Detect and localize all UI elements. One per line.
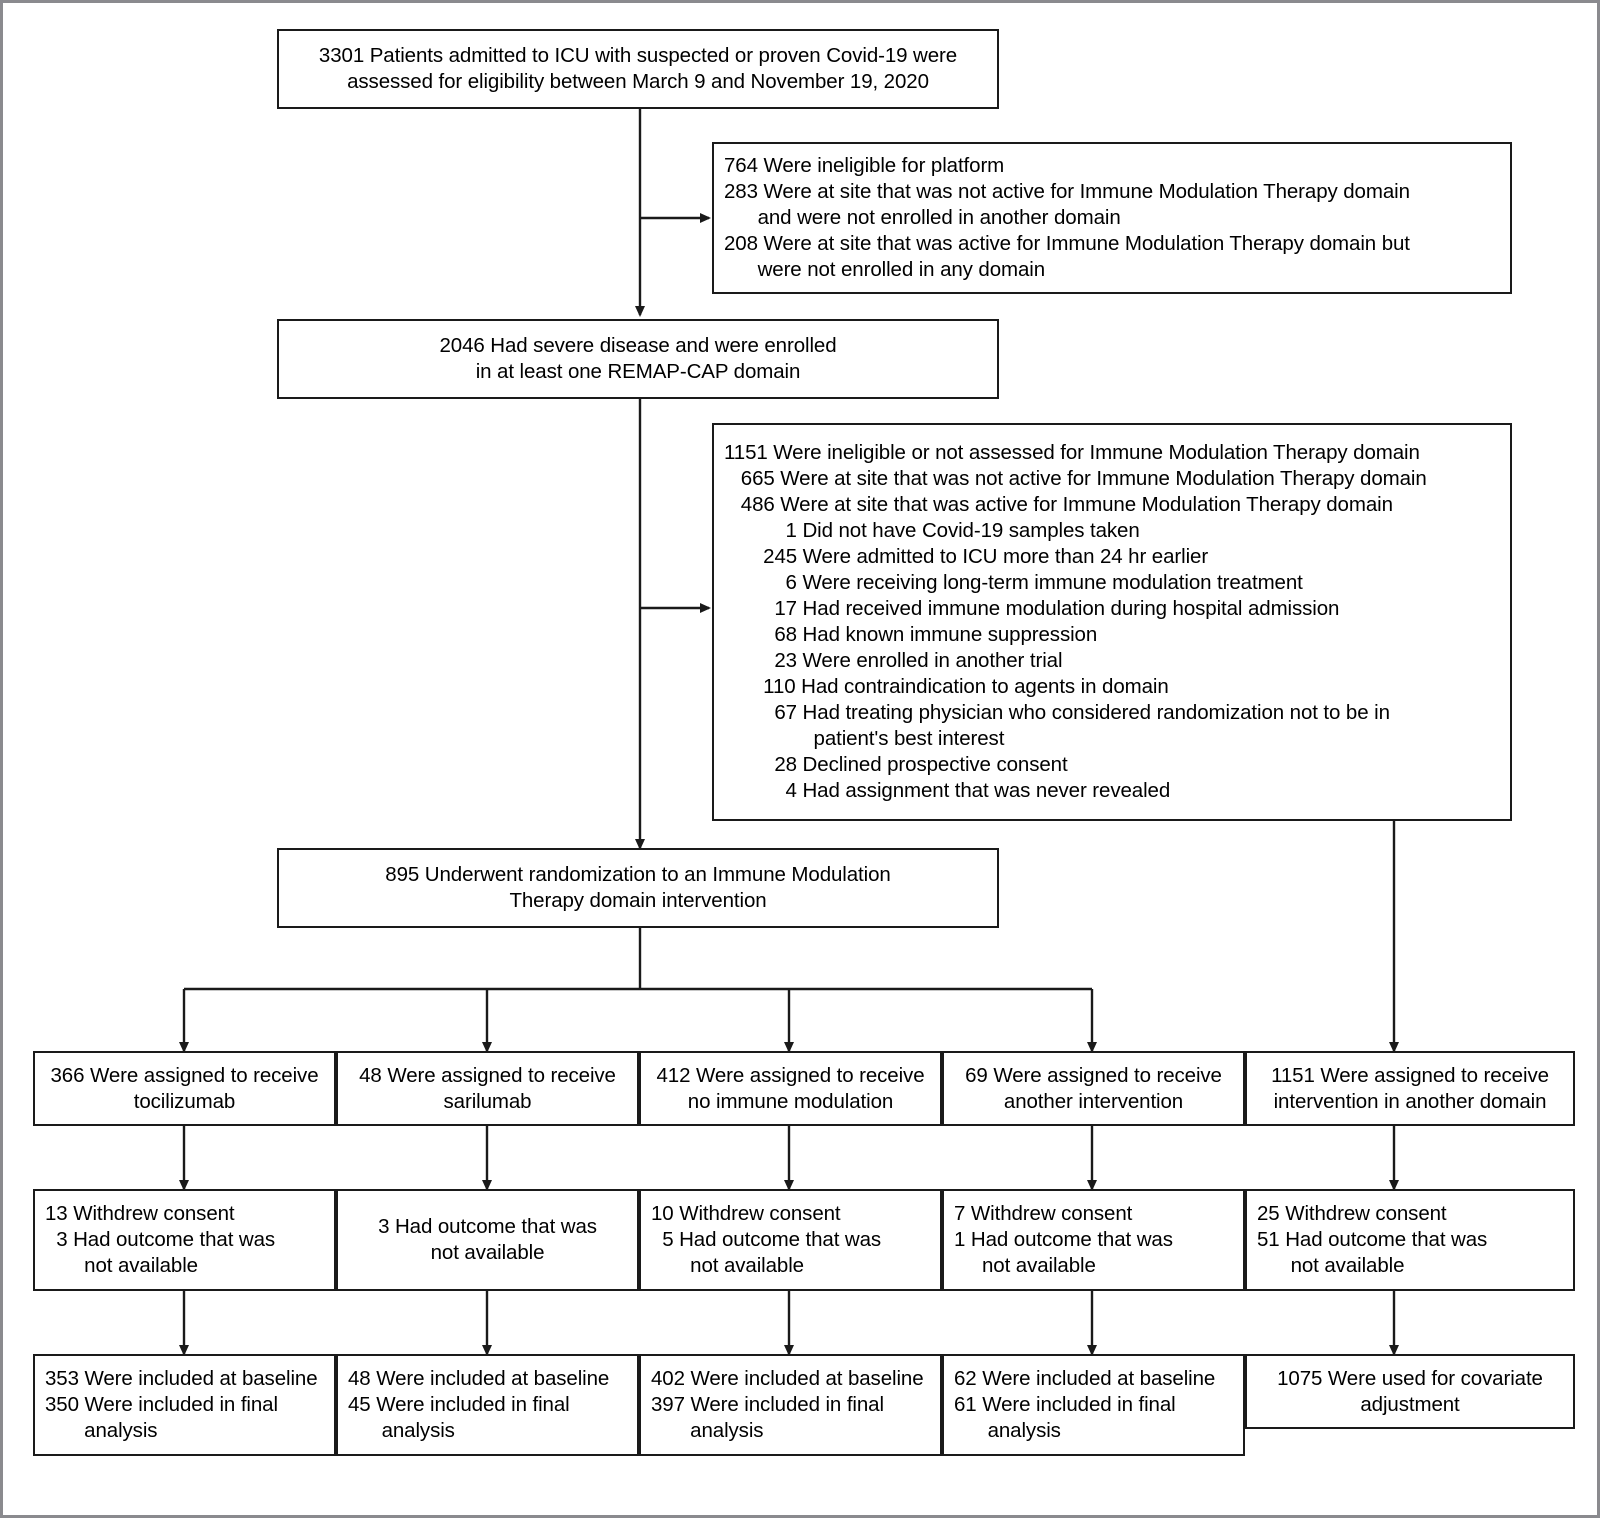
excluded-domain-line-1: 1151 Were ineligible or not assessed for… [724, 441, 1420, 464]
arm-5-lost-line-2: 51 Had outcome that was [1257, 1228, 1488, 1251]
arm-2-lost-line-1: 3 Had outcome that was [378, 1215, 597, 1238]
node-enrolled-line-1: 2046 Had severe disease and were enrolle… [439, 334, 837, 357]
node-screened: 3301 Patients admitted to ICU with suspe… [277, 29, 999, 109]
arm-1-analyzed-line-1: 353 Were included at baseline [45, 1367, 318, 1390]
excluded-domain-line-6: 6 Were receiving long-term immune modula… [724, 571, 1303, 594]
arm-no-immune-modulation-analyzed: 402 Were included at baseline 397 Were i… [639, 1354, 942, 1456]
excluded-domain-line-11: 67 Had treating physician who considered… [724, 701, 1390, 724]
arm-no-immune-modulation-assigned: 412 Were assigned to receive no immune m… [639, 1051, 942, 1126]
excluded-domain-line-7: 17 Had received immune modulation during… [724, 597, 1340, 620]
node-randomized: 895 Underwent randomization to an Immune… [277, 848, 999, 928]
excluded-domain-line-9: 23 Were enrolled in another trial [724, 649, 1063, 672]
arm-4-assigned-line-2: another intervention [1003, 1089, 1184, 1113]
excluded-platform-line-3: and were not enrolled in another domain [724, 206, 1121, 229]
connector-layer [179, 109, 1399, 1356]
arm-2-assigned-line-2: sarilumab [443, 1089, 532, 1113]
arm-2-analyzed-line-2: 45 Were included in final [348, 1393, 570, 1416]
arm-3-assigned-line-1: 412 Were assigned to receive [656, 1063, 925, 1087]
arm-5-analyzed-line-2: adjustment [1360, 1392, 1460, 1416]
arm-1-lost-line-2: 3 Had outcome that was [45, 1228, 276, 1251]
arm-sarilumab-assigned: 48 Were assigned to receive sarilumab [336, 1051, 639, 1126]
arm-4-lost-line-3: not available [954, 1254, 1096, 1277]
node-randomized-line-2: Therapy domain intervention [509, 889, 767, 912]
excluded-domain-line-12: patient's best interest [724, 727, 1005, 750]
arm-2-lost-line-2: not available [430, 1241, 545, 1264]
arm-3-analyzed-line-1: 402 Were included at baseline [651, 1367, 924, 1390]
arm-4-assigned-line-1: 69 Were assigned to receive [965, 1063, 1222, 1087]
node-excluded-domain: 1151 Were ineligible or not assessed for… [712, 423, 1512, 821]
excluded-platform-line-4: 208 Were at site that was active for Imm… [724, 232, 1410, 255]
arm-tocilizumab-assigned: 366 Were assigned to receive tocilizumab [33, 1051, 336, 1126]
arm-5-assigned-line-2: intervention in another domain [1273, 1089, 1547, 1113]
arm-5-lost-line-1: 25 Withdrew consent [1257, 1202, 1447, 1225]
arm-tocilizumab-lost: 13 Withdrew consent 3 Had outcome that w… [33, 1189, 336, 1291]
arm-another-intervention-analyzed: 62 Were included at baseline 61 Were inc… [942, 1354, 1245, 1456]
arm-4-analyzed-line-3: analysis [954, 1419, 1061, 1442]
excluded-domain-line-13: 28 Declined prospective consent [724, 753, 1068, 776]
excluded-platform-line-5: were not enrolled in any domain [724, 258, 1046, 281]
excluded-domain-line-8: 68 Had known immune suppression [724, 623, 1098, 646]
node-enrolled-line-2: in at least one REMAP-CAP domain [475, 360, 801, 383]
arm-1-lost-line-3: not available [45, 1254, 198, 1277]
arm-5-assigned-line-1: 1151 Were assigned to receive [1271, 1063, 1549, 1087]
excluded-domain-line-14: 4 Had assignment that was never revealed [724, 779, 1171, 802]
arm-3-analyzed-line-3: analysis [651, 1419, 764, 1442]
arm-3-lost-line-3: not available [651, 1254, 804, 1277]
excluded-domain-line-10: 110 Had contraindication to agents in do… [724, 675, 1169, 698]
node-screened-line-1: 3301 Patients admitted to ICU with suspe… [318, 44, 958, 67]
arm-4-lost-line-1: 7 Withdrew consent [954, 1202, 1133, 1225]
node-screened-line-2: assessed for eligibility between March 9… [347, 70, 929, 93]
arm-2-analyzed-line-3: analysis [348, 1419, 455, 1442]
arm-4-analyzed-line-2: 61 Were included in final [954, 1393, 1176, 1416]
arm-1-analyzed-line-2: 350 Were included in final [45, 1393, 278, 1416]
arm-3-lost-line-1: 10 Withdrew consent [651, 1202, 841, 1225]
arm-sarilumab-lost: 3 Had outcome that was not available [336, 1189, 639, 1291]
arm-2-assigned-line-1: 48 Were assigned to receive [359, 1063, 616, 1087]
arm-1-assigned-line-2: tocilizumab [133, 1089, 236, 1113]
arm-4-analyzed-line-1: 62 Were included at baseline [954, 1367, 1216, 1390]
arm-4-lost-line-2: 1 Had outcome that was [954, 1228, 1173, 1251]
excluded-domain-line-3: 486 Were at site that was active for Imm… [724, 493, 1393, 516]
arm-tocilizumab-analyzed: 353 Were included at baseline 350 Were i… [33, 1354, 336, 1456]
node-enrolled: 2046 Had severe disease and were enrolle… [277, 319, 999, 399]
arm-5-lost-line-3: not available [1257, 1254, 1405, 1277]
arm-another-domain-assigned: 1151 Were assigned to receive interventi… [1245, 1051, 1575, 1126]
excluded-domain-line-5: 245 Were admitted to ICU more than 24 hr… [724, 545, 1209, 568]
arm-sarilumab-analyzed: 48 Were included at baseline 45 Were inc… [336, 1354, 639, 1456]
arm-1-lost-line-1: 13 Withdrew consent [45, 1202, 235, 1225]
arm-5-analyzed-line-1: 1075 Were used for covariate [1277, 1366, 1543, 1390]
excluded-domain-line-2: 665 Were at site that was not active for… [724, 467, 1427, 490]
excluded-platform-line-1: 764 Were ineligible for platform [724, 154, 1005, 177]
arm-3-assigned-line-2: no immune modulation [687, 1089, 894, 1113]
arm-1-analyzed-line-3: analysis [45, 1419, 158, 1442]
arm-no-immune-modulation-lost: 10 Withdrew consent 5 Had outcome that w… [639, 1189, 942, 1291]
arm-3-lost-line-2: 5 Had outcome that was [651, 1228, 882, 1251]
arm-1-assigned-line-1: 366 Were assigned to receive [50, 1063, 319, 1087]
node-excluded-platform: 764 Were ineligible for platform 283 Wer… [712, 142, 1512, 294]
arm-another-intervention-assigned: 69 Were assigned to receive another inte… [942, 1051, 1245, 1126]
node-randomized-line-1: 895 Underwent randomization to an Immune… [385, 863, 891, 886]
arm-another-domain-lost: 25 Withdrew consent 51 Had outcome that … [1245, 1189, 1575, 1291]
arm-2-analyzed-line-1: 48 Were included at baseline [348, 1367, 610, 1390]
arm-another-intervention-lost: 7 Withdrew consent 1 Had outcome that wa… [942, 1189, 1245, 1291]
arm-3-analyzed-line-2: 397 Were included in final [651, 1393, 884, 1416]
excluded-domain-line-4: 1 Did not have Covid-19 samples taken [724, 519, 1140, 542]
arm-another-domain-analyzed: 1075 Were used for covariate adjustment [1245, 1354, 1575, 1429]
excluded-platform-line-2: 283 Were at site that was not active for… [724, 180, 1410, 203]
